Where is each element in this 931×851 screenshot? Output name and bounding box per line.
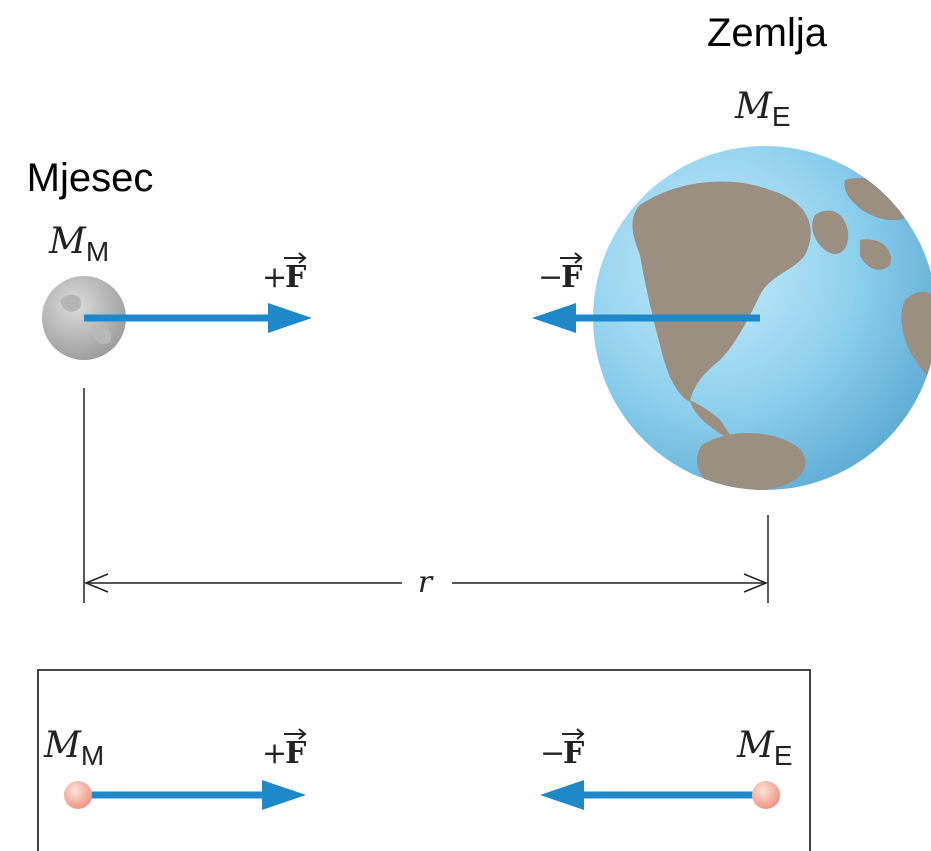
force-label-negative-bottom: − F <box>540 728 585 771</box>
force-arrow-on-moon-bottom <box>80 780 306 810</box>
svg-text:F: F <box>285 260 306 295</box>
moon-point-mass <box>64 781 92 809</box>
moon-mass-label-bottom: MM <box>43 725 104 771</box>
earth-name-label: Zemlja <box>707 11 828 55</box>
earth-continents <box>632 177 931 490</box>
moon-name-label: Mjesec <box>27 156 154 200</box>
svg-text:−: − <box>538 260 563 295</box>
distance-indicator: r <box>83 388 769 603</box>
earth-mass-label-bottom: ME <box>736 725 793 771</box>
force-arrow-on-earth <box>532 303 760 333</box>
earth-mass-label: ME <box>734 86 791 132</box>
svg-text:−: − <box>540 736 565 771</box>
earth-globe <box>593 146 931 490</box>
distance-label: r <box>418 565 434 600</box>
force-label-positive-top: + F <box>262 252 307 295</box>
earth-point-mass <box>752 781 780 809</box>
point-mass-panel: MM ME + F − F <box>37 669 811 851</box>
svg-text:F: F <box>563 736 584 771</box>
svg-text:F: F <box>561 260 582 295</box>
force-label-positive-bottom: + F <box>262 728 307 771</box>
svg-text:+: + <box>262 736 287 771</box>
svg-text:F: F <box>285 736 306 771</box>
force-arrow-on-moon <box>84 303 312 333</box>
force-arrow-on-earth-bottom <box>540 780 764 810</box>
moon-mass-label: MM <box>48 221 109 267</box>
svg-text:+: + <box>262 260 287 295</box>
force-label-negative-top: − F <box>538 252 583 295</box>
